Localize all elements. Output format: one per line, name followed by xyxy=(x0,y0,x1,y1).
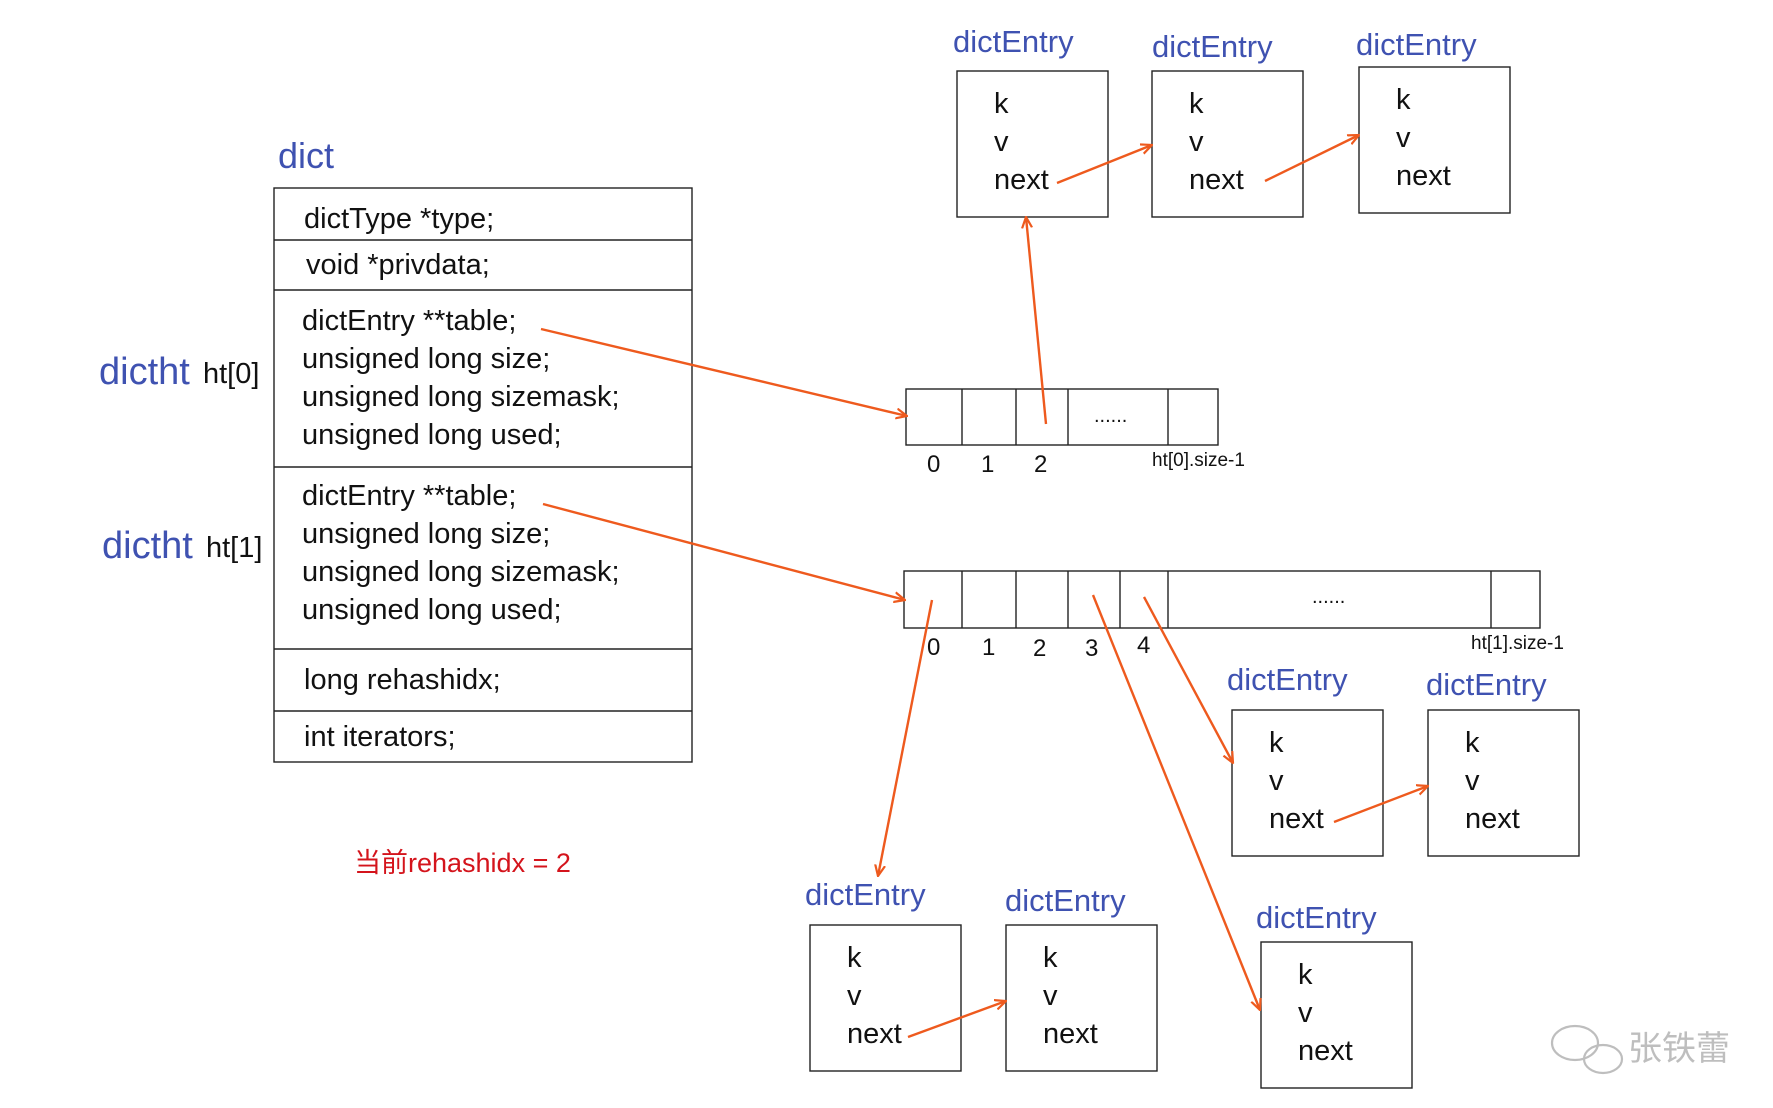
dictentry-v: v xyxy=(1396,122,1411,154)
ht0-last-label: ht[0].size-1 xyxy=(1152,450,1245,471)
dictentry-title: dictEntry xyxy=(1005,883,1126,918)
ht1-index-4: 4 xyxy=(1137,632,1150,659)
dictentry-v: v xyxy=(1043,980,1058,1012)
ht1-ellipsis: ...... xyxy=(1312,586,1345,608)
arrow-ht1-bucket3 xyxy=(1091,594,1260,1010)
dictentry-title: dictEntry xyxy=(953,24,1074,59)
ht1-index-1: 1 xyxy=(982,634,995,661)
ht1-field-table: dictEntry **table; xyxy=(302,480,516,512)
dictentry-next: next xyxy=(1396,160,1451,192)
ht1-index-2: 2 xyxy=(1033,635,1046,662)
ht1-index-0: 0 xyxy=(927,634,940,661)
dictentry-v: v xyxy=(1298,997,1313,1029)
field-iterators: int iterators; xyxy=(304,721,456,753)
dictentry-v: v xyxy=(994,126,1009,158)
dictentry-next: next xyxy=(1043,1018,1098,1050)
dictentry-k: k xyxy=(1189,88,1204,120)
ht1-field-sizemask: unsigned long sizemask; xyxy=(302,556,620,588)
watermark: 张铁蕾 xyxy=(1550,1024,1730,1075)
arrow-ht1-bucket4 xyxy=(1142,596,1233,763)
field-type: dictType *type; xyxy=(304,203,494,235)
ht0-field-sizemask: unsigned long sizemask; xyxy=(302,381,620,413)
dictentry-node: dictEntry k v next xyxy=(1356,27,1511,214)
ht0-field-size: unsigned long size; xyxy=(302,343,550,375)
dictentry-title: dictEntry xyxy=(1227,662,1348,697)
dict-title: dict xyxy=(278,135,334,176)
field-rehashidx: long rehashidx; xyxy=(304,664,501,696)
dictentry-node: dictEntry k v next xyxy=(1151,29,1304,218)
dictentry-v: v xyxy=(1465,765,1480,797)
dictentry-k: k xyxy=(1465,727,1480,759)
dictentry-title: dictEntry xyxy=(1426,667,1547,702)
arrow-next-top1 xyxy=(1056,145,1152,185)
ht0-field-used: unsigned long used; xyxy=(302,419,562,451)
dictentry-next: next xyxy=(1189,164,1244,196)
ht0-table: ...... 0 1 2 ht[0].size-1 xyxy=(905,388,1245,478)
dictentry-k: k xyxy=(994,88,1009,120)
arrow-ht0-bucket2 xyxy=(1026,217,1048,425)
dictentry-next: next xyxy=(1298,1035,1353,1067)
arrow-next-b0 xyxy=(907,1001,1006,1039)
rehashidx-note: 当前rehashidx = 2 xyxy=(354,848,571,878)
dictentry-node: dictEntry k v next xyxy=(1426,667,1580,857)
arrow-next-top2 xyxy=(1264,135,1359,183)
ht0-index-0: 0 xyxy=(927,451,940,478)
pointer-arrows xyxy=(540,135,1428,1039)
ht1-field-used: unsigned long used; xyxy=(302,594,562,626)
dictentry-v: v xyxy=(1189,126,1204,158)
dictentry-next: next xyxy=(847,1018,902,1050)
watermark-text: 张铁蕾 xyxy=(1628,1030,1730,1068)
dictentry-k: k xyxy=(1043,942,1058,974)
dictentry-next: next xyxy=(1465,803,1520,835)
dictentry-title: dictEntry xyxy=(1152,29,1273,64)
dictentry-k: k xyxy=(1396,84,1411,116)
dictentry-node: dictEntry k v next xyxy=(1227,662,1384,857)
ht0-type-label: dictht xyxy=(99,351,190,393)
ht1-last-label: ht[1].size-1 xyxy=(1471,633,1564,654)
dictentry-v: v xyxy=(847,980,862,1012)
ht0-name-label: ht[0] xyxy=(203,358,259,390)
ht0-ellipsis: ...... xyxy=(1094,405,1127,427)
dictentry-title: dictEntry xyxy=(805,877,926,912)
ht0-index-2: 2 xyxy=(1034,451,1047,478)
dictentry-node: dictEntry k v next xyxy=(953,24,1109,218)
dictentry-k: k xyxy=(847,942,862,974)
ht1-name-label: ht[1] xyxy=(206,532,262,564)
dictentry-next: next xyxy=(994,164,1049,196)
dictentry-k: k xyxy=(1269,727,1284,759)
ht1-field-size: unsigned long size; xyxy=(302,518,550,550)
dictentry-title: dictEntry xyxy=(1256,900,1377,935)
ht1-index-3: 3 xyxy=(1085,635,1098,662)
ht0-index-1: 1 xyxy=(981,451,994,478)
dictentry-k: k xyxy=(1298,959,1313,991)
dictentry-next: next xyxy=(1269,803,1324,835)
ht1-type-label: dictht xyxy=(102,525,193,567)
ht0-field-table: dictEntry **table; xyxy=(302,305,516,337)
dictentry-title: dictEntry xyxy=(1356,27,1477,62)
wechat-icon xyxy=(1550,1024,1624,1075)
dict-struct: dictType *type; void *privdata; dictEntr… xyxy=(273,187,693,763)
dictentry-node: dictEntry k v next xyxy=(1005,883,1158,1072)
ht1-table: ...... 0 1 2 3 4 ht[1].size-1 xyxy=(903,570,1564,662)
dictentry-node: dictEntry k v next xyxy=(805,877,962,1072)
dictentry-v: v xyxy=(1269,765,1284,797)
arrow-ht1-bucket0 xyxy=(878,599,934,876)
arrow-ht0-table xyxy=(540,327,907,416)
dictentry-node: dictEntry k v next xyxy=(1256,900,1413,1089)
field-privdata: void *privdata; xyxy=(306,249,490,281)
arrow-ht1-table xyxy=(542,502,905,600)
arrow-next-b4 xyxy=(1333,786,1428,824)
